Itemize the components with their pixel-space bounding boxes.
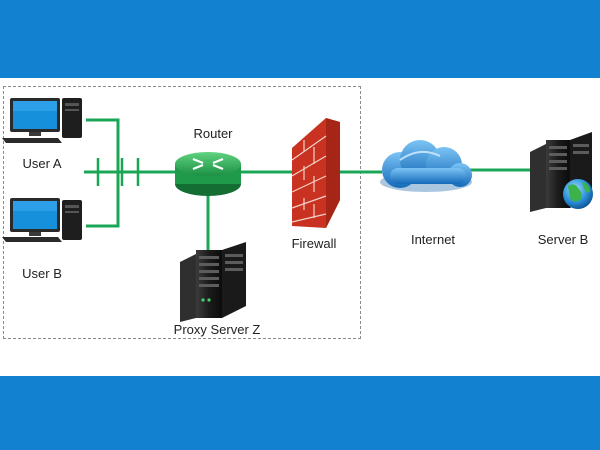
- desktop-computer-icon: [2, 98, 82, 143]
- cloud-icon: [380, 140, 472, 192]
- desktop-computer-icon: [2, 198, 82, 242]
- server-rack-icon: [180, 242, 246, 322]
- user-b-label: User B: [22, 266, 62, 281]
- user-a-label: User A: [22, 156, 62, 171]
- brick-firewall-icon: [291, 118, 340, 228]
- internet-label: Internet: [410, 232, 456, 247]
- server-b-label: Server B: [537, 232, 589, 247]
- proxy-server-label: Proxy Server Z: [173, 322, 261, 337]
- bottom-band: [0, 376, 600, 450]
- top-band: [0, 0, 600, 78]
- router-icon: [175, 152, 241, 196]
- server-rack-globe-icon: [530, 132, 593, 212]
- router-label: Router: [193, 126, 233, 141]
- firewall-label: Firewall: [291, 236, 337, 251]
- internal-network-zone: [3, 86, 361, 339]
- bus-taps: [96, 158, 140, 186]
